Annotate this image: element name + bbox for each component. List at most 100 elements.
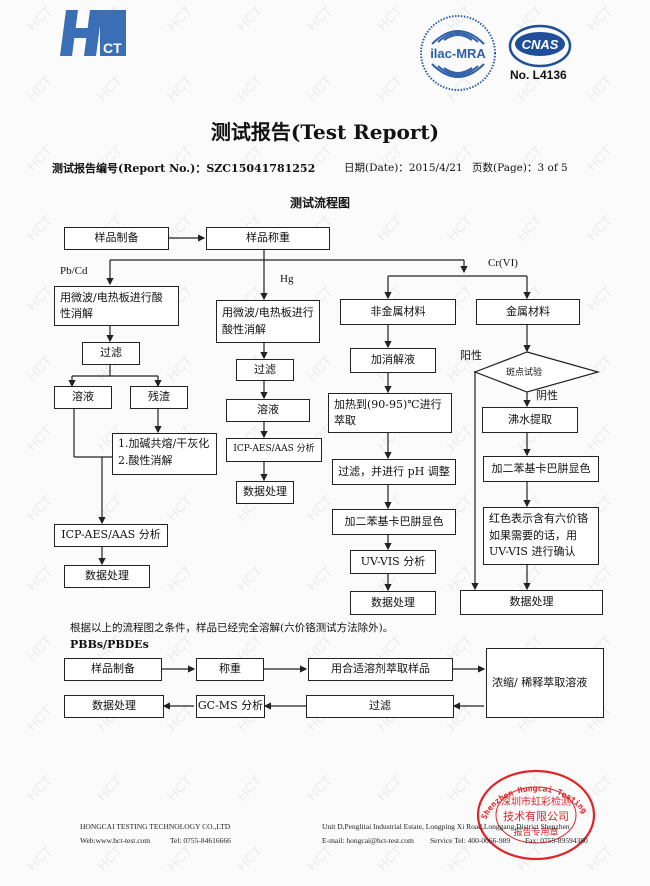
footer-web: Web:www.hct-test.com: [80, 836, 151, 845]
cr-metal-box: 金属材料: [476, 299, 580, 325]
svg-text:ilac-MRA: ilac-MRA: [430, 46, 486, 61]
cr-label: Cr(VI): [488, 257, 518, 269]
svg-text:报告专用章: 报告专用章: [513, 826, 558, 838]
date-info: 日期(Date)：2015/4/21: [344, 160, 463, 175]
pbb-filter-label: 过滤: [369, 699, 391, 713]
residue-step-2: 2.酸性消解: [118, 453, 173, 467]
date-value: 2015/4/21: [408, 162, 463, 174]
pbb-concentrate-box: 浓缩/ 稀释萃取溶液: [486, 648, 604, 718]
cr-metal-data-box: 数据处理: [460, 590, 603, 615]
cr-metal-color-box: 加二苯基卡巴肼显色: [483, 456, 599, 482]
cr-boil-box: 沸水提取: [482, 407, 578, 433]
page-title: 测试报告(Test Report): [210, 120, 440, 144]
footer-email: E-mail: hongcai@hct-test.com: [322, 836, 414, 845]
sample-weigh-label: 样品称重: [246, 231, 290, 245]
pbb-weigh-label: 称重: [219, 662, 241, 676]
cr-filter-ph-box: 过滤，并进行 pH 调整: [332, 459, 456, 485]
pbcd-filter-label: 过滤: [100, 346, 122, 360]
nonmetal-color-label: 加二苯基卡巴肼显色: [344, 514, 444, 528]
pbcd-analysis-box: ICP-AES/AAS 分析: [54, 524, 168, 547]
pbcd-label: Pb/Cd: [60, 265, 88, 277]
hg-data-label: 数据处理: [243, 485, 287, 499]
svg-text:CNAS: CNAS: [522, 37, 559, 52]
pbcd-data-label: 数据处理: [85, 569, 129, 583]
footer-company: HONGCAI TESTING TECHNOLOGY CO.,LTD: [80, 822, 231, 831]
cr-heat-box: 加热到(90-95)℃进行萃取: [328, 393, 452, 433]
sample-prep-label: 样品制备: [94, 231, 139, 245]
flowchart-title: 测试流程图: [290, 196, 351, 210]
hg-analysis-box: ICP-AES/AAS 分析: [226, 438, 322, 462]
nonmetal-data-label: 数据处理: [371, 595, 415, 609]
pbb-data-label: 数据处理: [92, 699, 136, 713]
nonmetal-label: 非金属材料: [370, 304, 426, 318]
pbcd-residue-steps-box: 1.加碱共熔/干灰化 2.酸性消解: [112, 433, 217, 475]
pbb-title: PBBs/PBDEs: [70, 638, 149, 651]
pbcd-digest-box: 用微波/电热板进行酸性消解: [54, 286, 179, 326]
pbcd-solution-label: 溶液: [72, 390, 94, 404]
sample-weigh-box: 样品称重: [206, 227, 330, 250]
hg-filter-box: 过滤: [236, 359, 294, 381]
cr-uvvis-box: UV-VIS 分析: [350, 550, 436, 574]
pbcd-filter-box: 过滤: [82, 342, 140, 365]
cr-nonmetal-box: 非金属材料: [340, 299, 456, 325]
hg-solution-label: 溶液: [257, 403, 279, 417]
pbb-analysis-label: GC-MS 分析: [197, 699, 264, 713]
pbcd-residue-box: 残渣: [130, 386, 188, 409]
page-info: 页数(Page)：3 of 5: [472, 160, 568, 175]
pbb-sample-prep-label: 样品制备: [91, 662, 135, 676]
report-no-label: 测试报告编号(Report No.)：: [52, 162, 207, 175]
report-info-line: 测试报告编号(Report No.)：SZC15041781252: [52, 160, 315, 176]
cr-nonmetal-data-box: 数据处理: [350, 591, 436, 615]
date-label: 日期(Date)：: [344, 162, 409, 174]
add-solution-label: 加消解液: [371, 353, 415, 367]
hct-logo: CT: [60, 8, 126, 58]
negative-label: 阴性: [536, 390, 558, 402]
spot-test-label: 斑点试验: [506, 367, 543, 377]
pbcd-data-box: 数据处理: [64, 565, 150, 588]
boil-label: 沸水提取: [508, 412, 552, 426]
metal-color-label: 加二苯基卡巴肼显色: [491, 461, 591, 475]
footer-fax: Fax: 0755-89594380: [525, 836, 588, 845]
pbb-weigh-box: 称重: [196, 658, 264, 681]
hg-analysis-label: ICP-AES/AAS 分析: [233, 444, 315, 455]
footer-service-tel: Service Tel: 400-0066-989: [430, 836, 511, 845]
svg-text:CT: CT: [103, 40, 122, 56]
uvvis-label: UV-VIS 分析: [360, 554, 426, 568]
pbb-filter-box: 过滤: [306, 695, 454, 718]
hg-label: Hg: [280, 273, 294, 285]
metal-label: 金属材料: [506, 304, 550, 318]
company-stamp: 深圳市虹彩检测 技术有限公司 报告专用章 Shenzhen Hongcai Te…: [472, 758, 599, 865]
svg-text:深圳市虹彩检测: 深圳市虹彩检测: [501, 795, 571, 808]
flowchart-note: 根据以上的流程图之条件，样品已经完全溶解(六价铬测试方法除外)。: [70, 622, 394, 634]
metal-data-label: 数据处理: [509, 595, 554, 609]
footer-address: Unit D,Penglitai Industrial Estate, Long…: [322, 822, 570, 831]
filter-ph-label: 过滤，并进行 pH 调整: [338, 464, 450, 478]
svg-text:技术有限公司: 技术有限公司: [503, 809, 569, 823]
pbb-extract-box: 用合适溶剂萃取样品: [308, 658, 453, 681]
hg-solution-box: 溶液: [226, 399, 310, 422]
heat-label: 加热到(90-95)℃进行萃取: [334, 397, 442, 428]
cr-nonmetal-color-box: 加二苯基卡巴肼显色: [332, 509, 456, 535]
report-no: SZC15041781252: [206, 162, 316, 175]
sample-prep-box: 样品制备: [64, 227, 169, 250]
hg-filter-label: 过滤: [254, 362, 276, 376]
cr-add-solution-box: 加消解液: [350, 348, 436, 373]
residue-step-1: 1.加碱共熔/干灰化: [118, 437, 210, 450]
pbcd-solution-box: 溶液: [54, 386, 112, 409]
ilac-mra-logo: ilac-MRA: [418, 14, 498, 92]
pbcd-digest-label: 用微波/电热板进行酸性消解: [60, 290, 163, 321]
pbcd-residue-label: 残渣: [148, 390, 170, 404]
positive-label: 阳性: [460, 350, 482, 362]
pbcd-analysis-label: ICP-AES/AAS 分析: [61, 528, 161, 542]
footer-tel: Tel: 0755-84616666: [170, 836, 231, 845]
pbb-concentrate-label: 浓缩/ 稀释萃取溶液: [492, 675, 588, 689]
pbb-extract-label: 用合适溶剂萃取样品: [331, 662, 430, 676]
pbb-analysis-box: GC-MS 分析: [196, 695, 265, 718]
cnas-logo: CNAS: [505, 22, 575, 84]
hg-digest-box: 用微波/电热板进行酸性消解: [216, 300, 320, 343]
cr-confirm-box: 红色表示含有六价铬如果需要的话，用 UV-VIS 进行确认: [483, 507, 599, 565]
pbb-data-box: 数据处理: [64, 695, 164, 718]
pbb-sample-prep-box: 样品制备: [64, 658, 162, 681]
cnas-number: No. L4136: [510, 68, 567, 82]
